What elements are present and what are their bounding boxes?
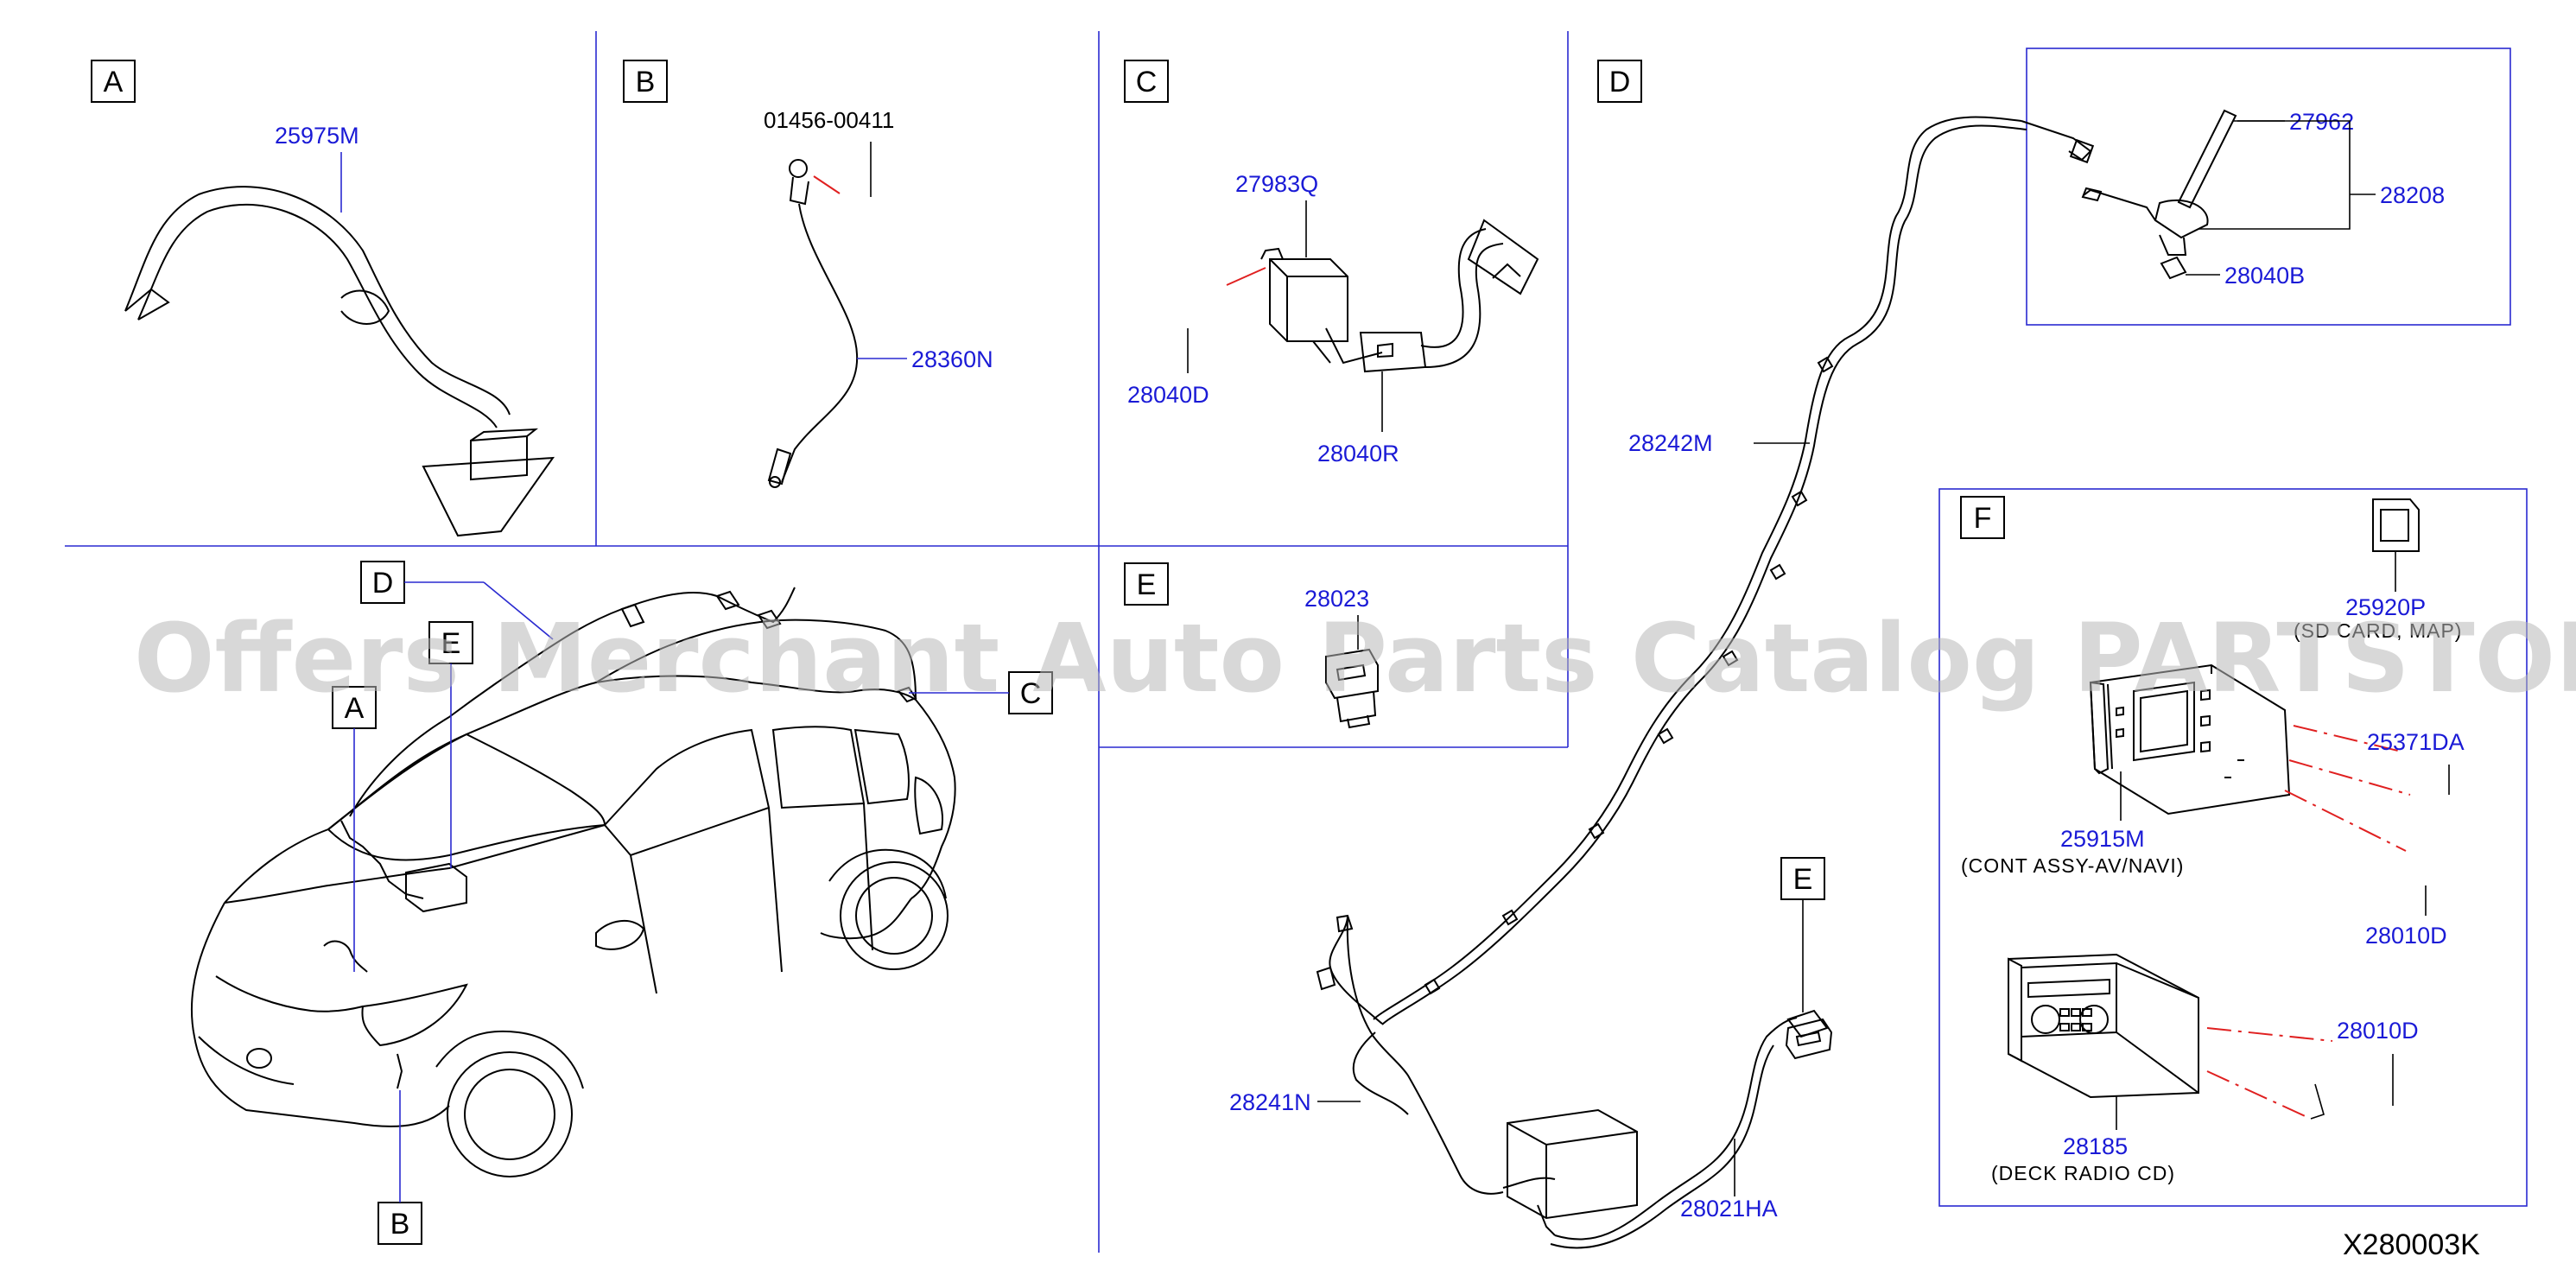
desc-deck: (DECK RADIO CD) [1991,1162,2175,1184]
antenna-assembly-drawing [2081,109,2237,280]
indicator-navi-a [2288,759,2411,796]
navi-unit-drawing [2089,663,2291,816]
indicator-deck-hook [2310,1083,2325,1120]
diagram-code: X280003K [2343,1228,2480,1261]
leader-28208 [2198,120,2376,230]
svg-text:A: A [345,692,365,725]
part-28010d-b[interactable]: 28010D [2337,1018,2419,1044]
part-28360n-drawing [767,159,859,488]
svg-text:E: E [1793,863,1813,896]
part-25371da[interactable]: 25371DA [2367,729,2465,755]
svg-text:E: E [441,627,461,660]
part-25975m[interactable]: 25975M [275,123,359,149]
indicator-27983q [1226,267,1266,286]
indicator-28010d-b [2206,1027,2333,1042]
callout-a: A [332,686,377,972]
callout-b: B [378,1090,422,1245]
panel-dividers [65,31,2528,1253]
panel-label-c: C [1124,60,1169,103]
part-28023[interactable]: 28023 [1304,586,1369,612]
svg-text:F: F [1974,502,1992,535]
part-01456-00411[interactable]: 01456-00411 [764,107,894,133]
callout-d: D [360,561,554,640]
part-28021ha[interactable]: 28021HA [1680,1196,1778,1222]
panel-label-b: B [623,60,668,103]
svg-text:D: D [1609,66,1631,98]
part-27983q[interactable]: 27983Q [1235,171,1318,197]
part-28185[interactable]: 28185 [2063,1133,2128,1159]
part-27983q-drawing [1260,219,1539,373]
svg-text:C: C [1020,677,1042,710]
svg-text:B: B [390,1208,410,1241]
callout-c: C [909,671,1053,714]
part-28242m[interactable]: 28242M [1628,430,1713,456]
deck-radio-drawing [2008,953,2199,1099]
indicator-28010d-a [2284,790,2407,852]
panel-label-a: A [91,60,136,103]
panel-label-f: F [1960,496,2005,539]
part-25915m[interactable]: 25915M [2060,826,2145,852]
part-25920p[interactable]: 25920P [2345,594,2426,620]
desc-sd-card: (SD CARD, MAP) [2294,619,2462,642]
sd-card-drawing [2372,498,2420,552]
svg-text:E: E [1137,568,1157,601]
svg-text:A: A [104,66,124,98]
part-28360n[interactable]: 28360N [911,346,993,372]
vehicle-drawing [190,587,956,1177]
panel-label-e: E [1124,562,1169,606]
desc-navi: (CONT ASSY-AV/NAVI) [1961,854,2184,877]
svg-text:B: B [636,66,656,98]
part-28040r[interactable]: 28040R [1317,441,1399,466]
callout-e-car: E [428,621,473,868]
part-27962[interactable]: 27962 [2289,109,2354,135]
part-28241n[interactable]: 28241N [1229,1089,1311,1115]
watermark-text: Offers Merchant Auto Parts Catalog PARTS… [134,603,2576,714]
indicator-25371da [2293,725,2402,752]
svg-text:D: D [372,567,394,600]
indicator-deck-b [2206,1070,2312,1120]
indicator-01456 [813,175,841,194]
part-25975m-drawing [124,186,555,537]
part-28023-drawing [1325,648,1379,729]
part-28208[interactable]: 28208 [2380,182,2445,208]
part-28040d[interactable]: 28040D [1127,382,1209,408]
part-28010d-a[interactable]: 28010D [2365,923,2447,949]
svg-text:C: C [1136,66,1158,98]
part-28242m-drawing [1316,116,2095,1249]
part-28040b[interactable]: 28040B [2224,263,2305,289]
panel-label-d: D [1597,60,1642,103]
callout-e-lower: E [1780,857,1825,1012]
